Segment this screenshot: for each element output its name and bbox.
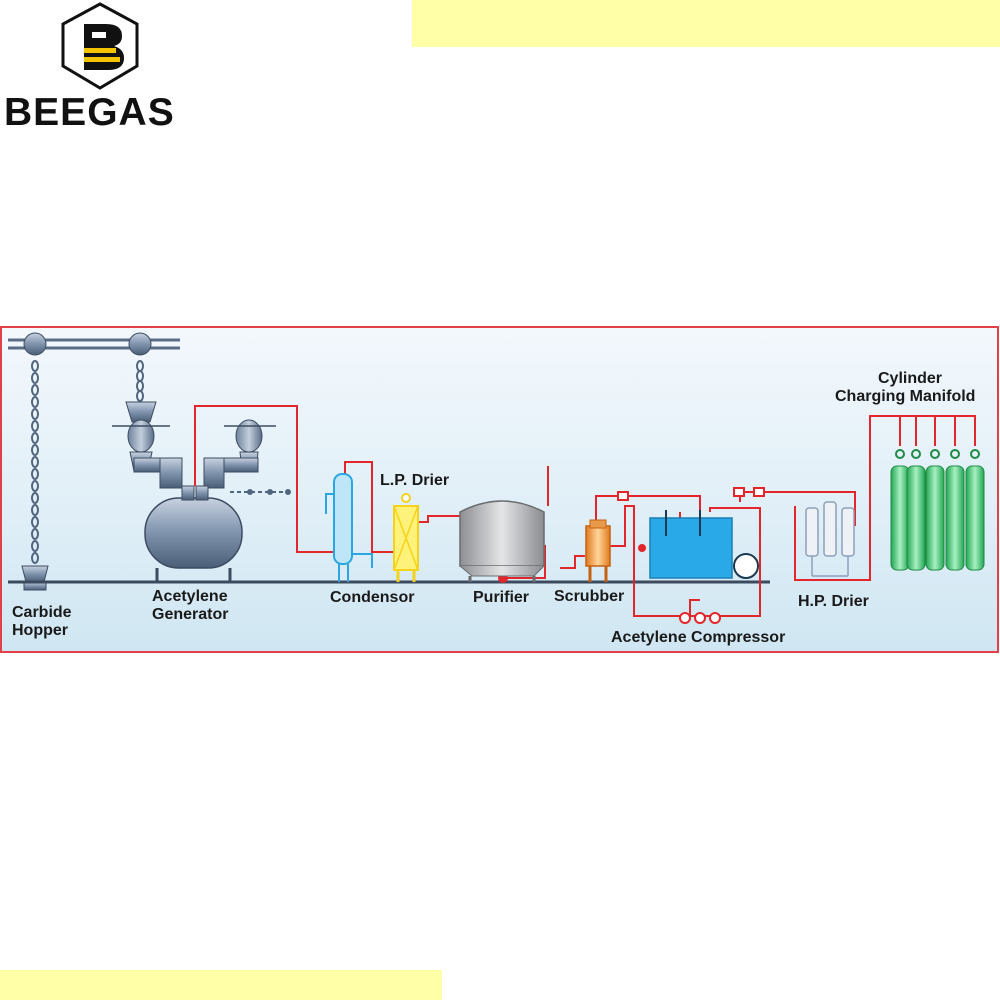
overhead-rail (8, 332, 180, 356)
top-accent-bar (412, 0, 1000, 47)
condensor (325, 473, 373, 582)
lp-drier (393, 493, 419, 582)
label-purifier: Purifier (473, 589, 529, 606)
label-cylinder-2: Charging Manifold (835, 388, 975, 405)
label-acetylene-compressor: Acetylene Compressor (611, 629, 785, 646)
purifier (459, 500, 545, 582)
diagram-frame (0, 326, 999, 653)
label-condensor: Condensor (330, 589, 414, 606)
gas-cylinder (890, 449, 910, 571)
label-hp-drier: H.P. Drier (798, 593, 869, 610)
label-acetylene-generator-1: Acetylene (152, 588, 228, 605)
bottom-accent-bar (0, 970, 442, 1000)
carbide-hopper (21, 565, 49, 591)
hp-drier (805, 501, 855, 577)
label-scrubber: Scrubber (554, 588, 624, 605)
generator-chain (136, 360, 144, 402)
beegas-logo: BEEGAS (0, 0, 200, 140)
label-carbide-hopper-2: Hopper (12, 622, 68, 639)
gas-cylinder (945, 449, 965, 571)
acetylene-plant-diagram: Carbide Hopper Acetylene Generator Conde… (0, 326, 999, 653)
gas-cylinder (925, 449, 945, 571)
label-acetylene-generator-2: Generator (152, 606, 228, 623)
gas-cylinder (965, 449, 985, 571)
acetylene-generator (112, 401, 292, 582)
brand-name: BEEGAS (4, 91, 175, 134)
acetylene-compressor (649, 510, 759, 579)
hopper-chain (31, 360, 39, 564)
scrubber (585, 519, 611, 582)
label-lp-drier: L.P. Drier (380, 472, 449, 489)
bee-hexagon-icon (61, 2, 139, 90)
cylinder-charging-manifold (890, 449, 985, 571)
label-carbide-hopper-1: Carbide (12, 604, 72, 621)
label-cylinder-1: Cylinder (878, 370, 942, 387)
gas-cylinder (906, 449, 926, 571)
